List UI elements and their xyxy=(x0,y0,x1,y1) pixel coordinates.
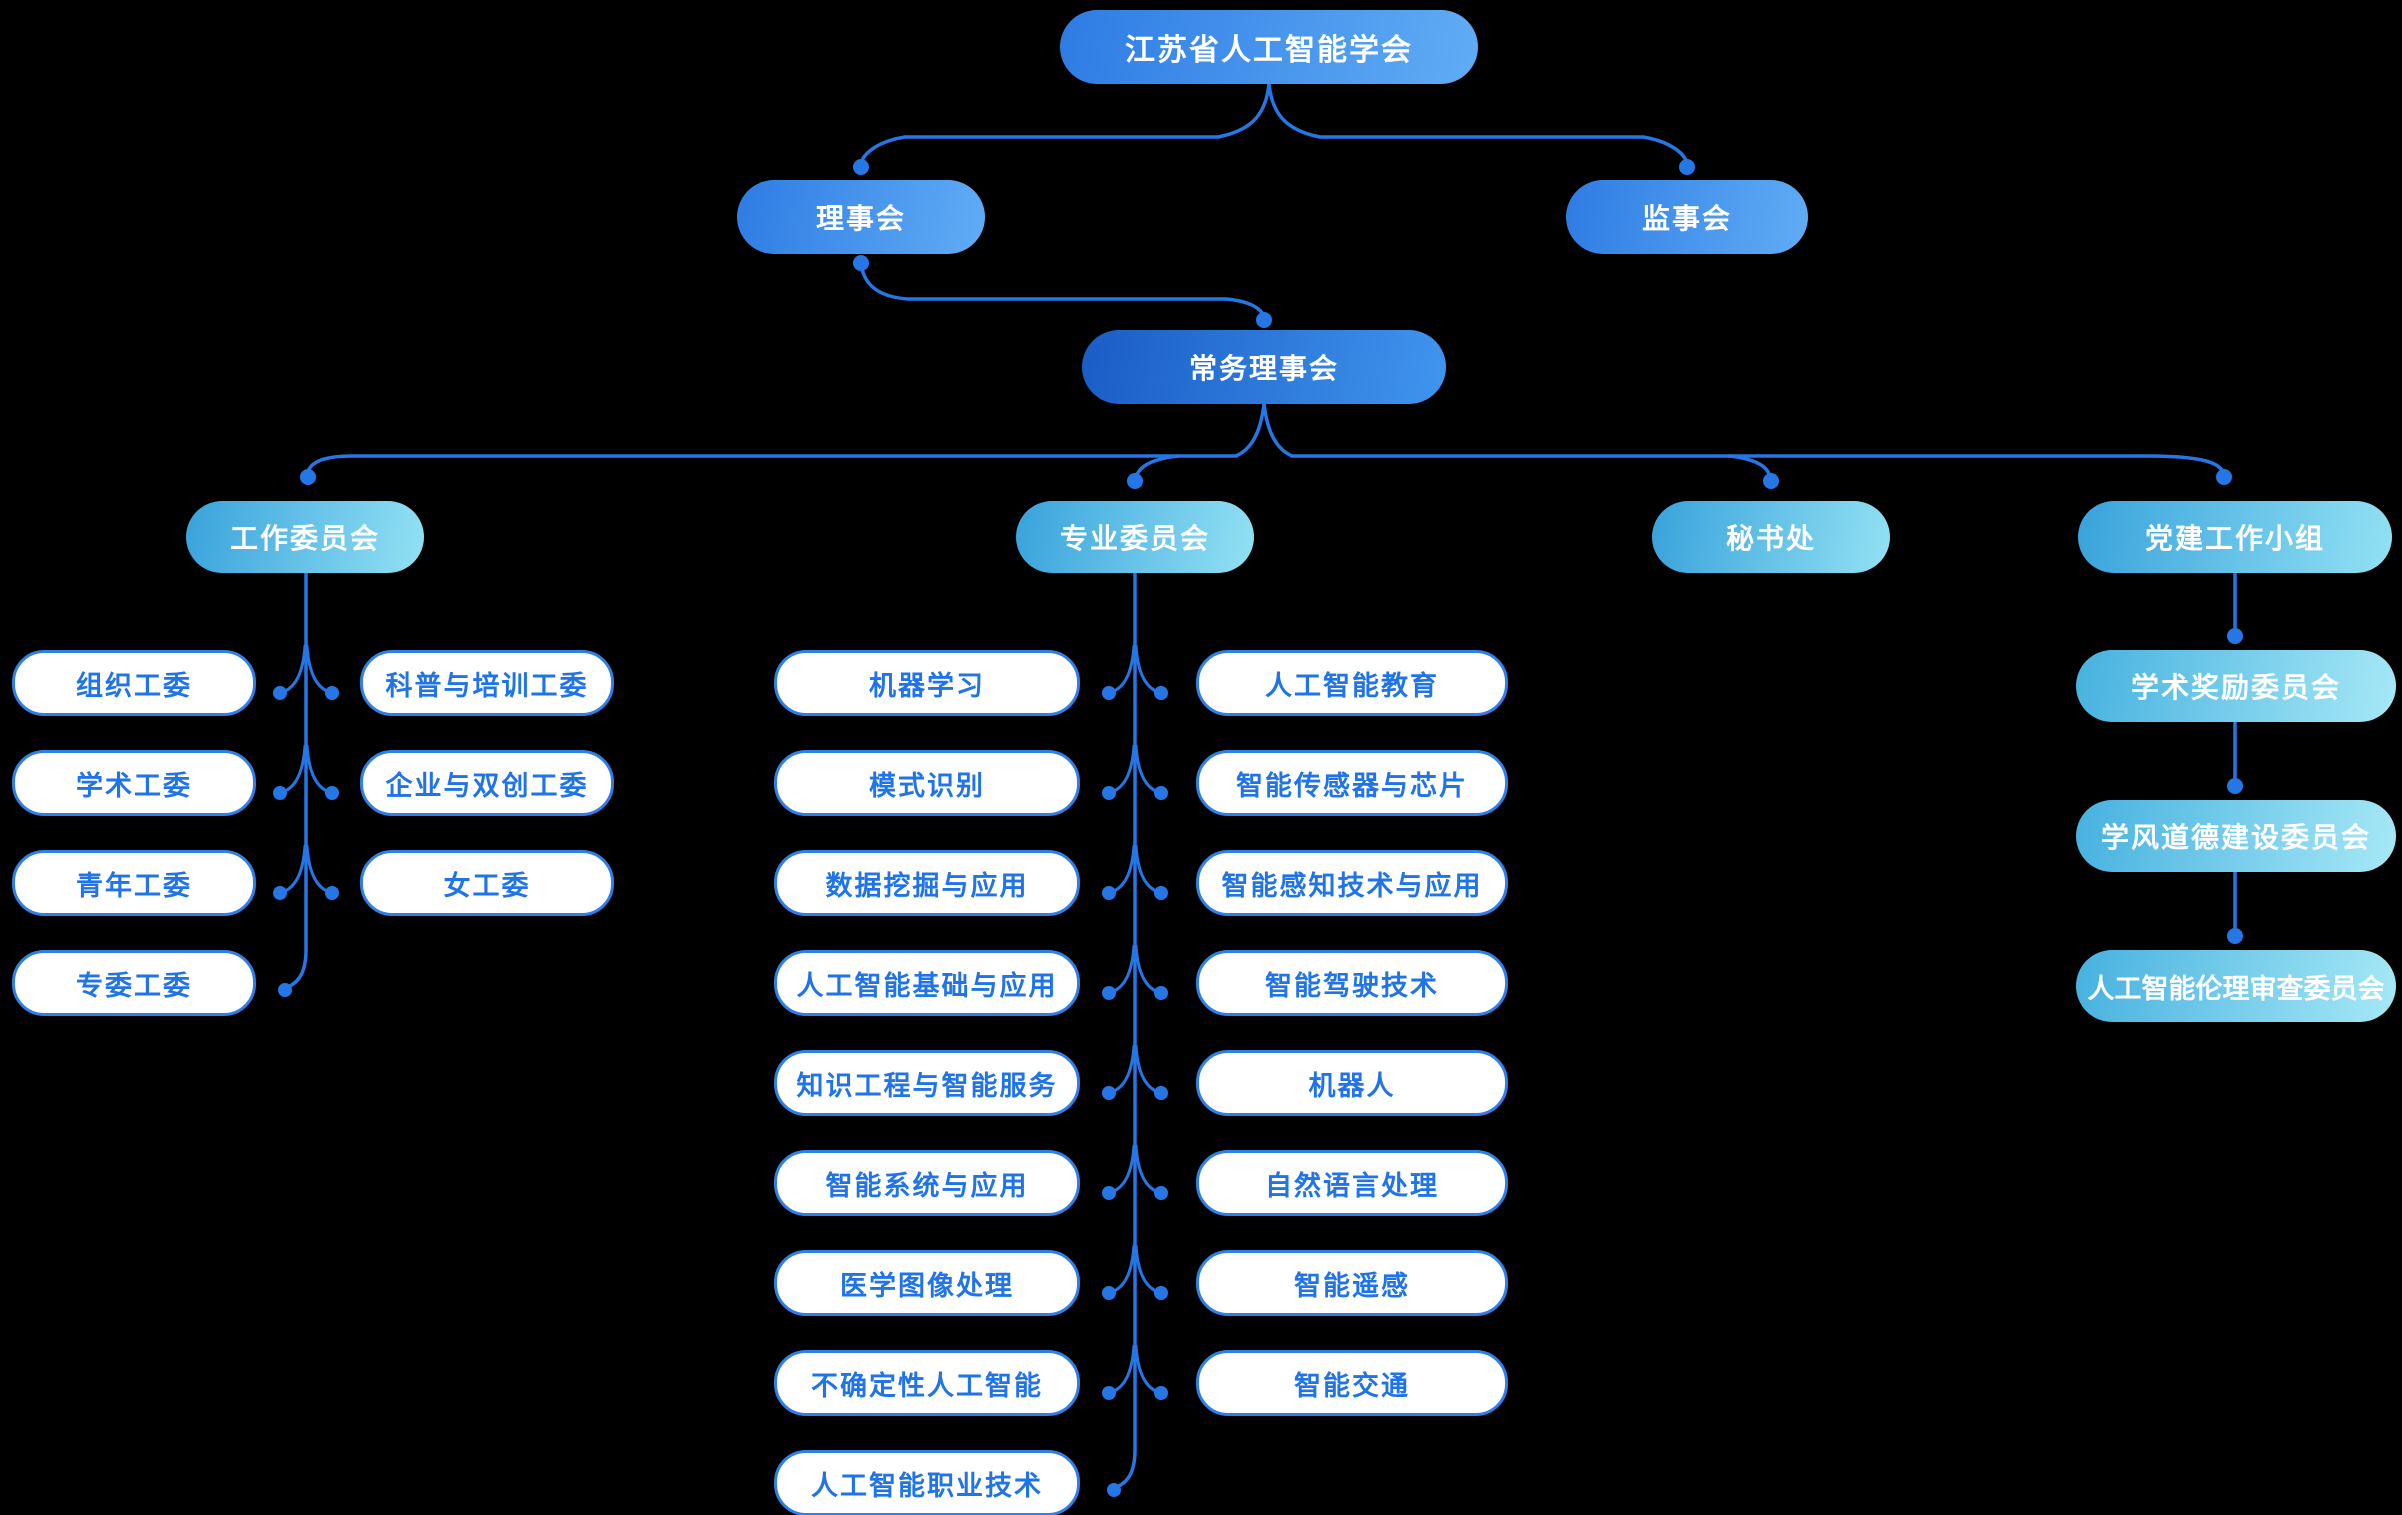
node-pattern-recognition: 模式识别 xyxy=(774,750,1080,816)
edge-root-supervisors xyxy=(1267,82,1689,166)
node-board-of-supervisors: 监事会 xyxy=(1566,180,1808,254)
node-machine-learning: 机器学习 xyxy=(774,650,1080,716)
node-academic-ethics-committee: 学风道德建设委员会 xyxy=(2076,800,2396,872)
edge-distribution-right xyxy=(1290,454,2225,474)
node-intelligent-remote-sensing: 智能遥感 xyxy=(1196,1250,1508,1316)
node-science-training-committee: 科普与培训工委 xyxy=(360,650,614,716)
node-work-committee: 工作委员会 xyxy=(186,501,424,573)
node-intelligent-driving: 智能驾驶技术 xyxy=(1196,950,1508,1016)
node-enterprise-innovation-committee: 企业与双创工委 xyxy=(360,750,614,816)
node-ai-vocational-tech: 人工智能职业技术 xyxy=(774,1450,1080,1515)
node-medical-imaging: 医学图像处理 xyxy=(774,1250,1080,1316)
node-robotics: 机器人 xyxy=(1196,1050,1508,1116)
node-standing-council: 常务理事会 xyxy=(1082,330,1446,404)
node-intelligent-transportation: 智能交通 xyxy=(1196,1350,1508,1416)
node-nlp: 自然语言处理 xyxy=(1196,1150,1508,1216)
node-intelligent-perception: 智能感知技术与应用 xyxy=(1196,850,1508,916)
edge-drop-secretariat xyxy=(1727,454,1772,479)
node-uncertain-ai: 不确定性人工智能 xyxy=(774,1350,1080,1416)
edge-root-council xyxy=(859,82,1271,166)
node-professional-committee: 专业委员会 xyxy=(1016,501,1254,573)
edge-standing-fork-left xyxy=(1234,402,1266,458)
edge-council-standing xyxy=(859,261,1266,319)
node-women-committee: 女工委 xyxy=(360,850,614,916)
node-organization-committee: 组织工委 xyxy=(12,650,256,716)
node-root: 江苏省人工智能学会 xyxy=(1060,10,1478,84)
node-youth-committee: 青年工委 xyxy=(12,850,256,916)
node-academic-awards-committee: 学术奖励委员会 xyxy=(2076,650,2396,722)
edge-standing-fork-right xyxy=(1262,402,1294,458)
node-special-committee: 专委工委 xyxy=(12,950,256,1016)
node-intelligent-systems: 智能系统与应用 xyxy=(774,1150,1080,1216)
node-party-building-group: 党建工作小组 xyxy=(2078,501,2392,573)
node-smart-sensors-chips: 智能传感器与芯片 xyxy=(1196,750,1508,816)
node-ai-foundation: 人工智能基础与应用 xyxy=(774,950,1080,1016)
edge-distribution-left xyxy=(306,454,1238,474)
node-council: 理事会 xyxy=(737,180,985,254)
node-academic-committee: 学术工委 xyxy=(12,750,256,816)
node-ai-education: 人工智能教育 xyxy=(1196,650,1508,716)
connector-dots xyxy=(273,159,2243,1497)
trunk-professional-committee xyxy=(1115,571,1137,1489)
edge-drop-professional xyxy=(1134,454,1180,479)
node-data-mining: 数据挖掘与应用 xyxy=(774,850,1080,916)
node-ai-ethics-review-committee: 人工智能伦理审查委员会 xyxy=(2076,950,2396,1022)
node-knowledge-engineering: 知识工程与智能服务 xyxy=(774,1050,1080,1116)
trunk-work-committee xyxy=(286,571,308,989)
node-secretariat: 秘书处 xyxy=(1652,501,1890,573)
